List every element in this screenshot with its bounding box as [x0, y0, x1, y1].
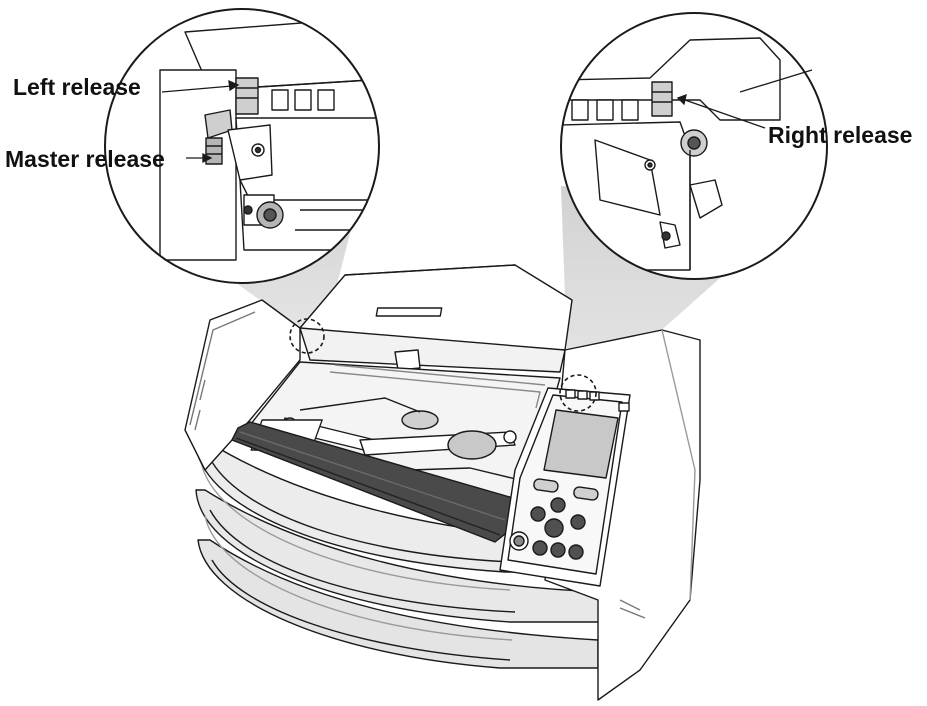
right-release-label: Right release — [768, 122, 913, 148]
lid-slot — [375, 307, 443, 317]
master-release-label: Master release — [5, 146, 165, 172]
left-housing — [184, 299, 301, 471]
leader-lines — [161, 69, 813, 164]
magnifier-circle-left — [104, 8, 380, 284]
panel-key-left — [533, 478, 559, 493]
focus-circle-left — [289, 318, 325, 354]
focus-circle-right — [559, 374, 597, 412]
left-release-label: Left release — [13, 74, 141, 100]
lcd-screen — [543, 409, 619, 479]
leader-left-release — [161, 85, 233, 93]
panel-key-right — [573, 486, 599, 501]
leader-right-release — [684, 99, 766, 129]
magnifier-circle-right — [560, 12, 828, 280]
center-tab — [394, 349, 421, 371]
scanner-illustration — [184, 264, 701, 701]
